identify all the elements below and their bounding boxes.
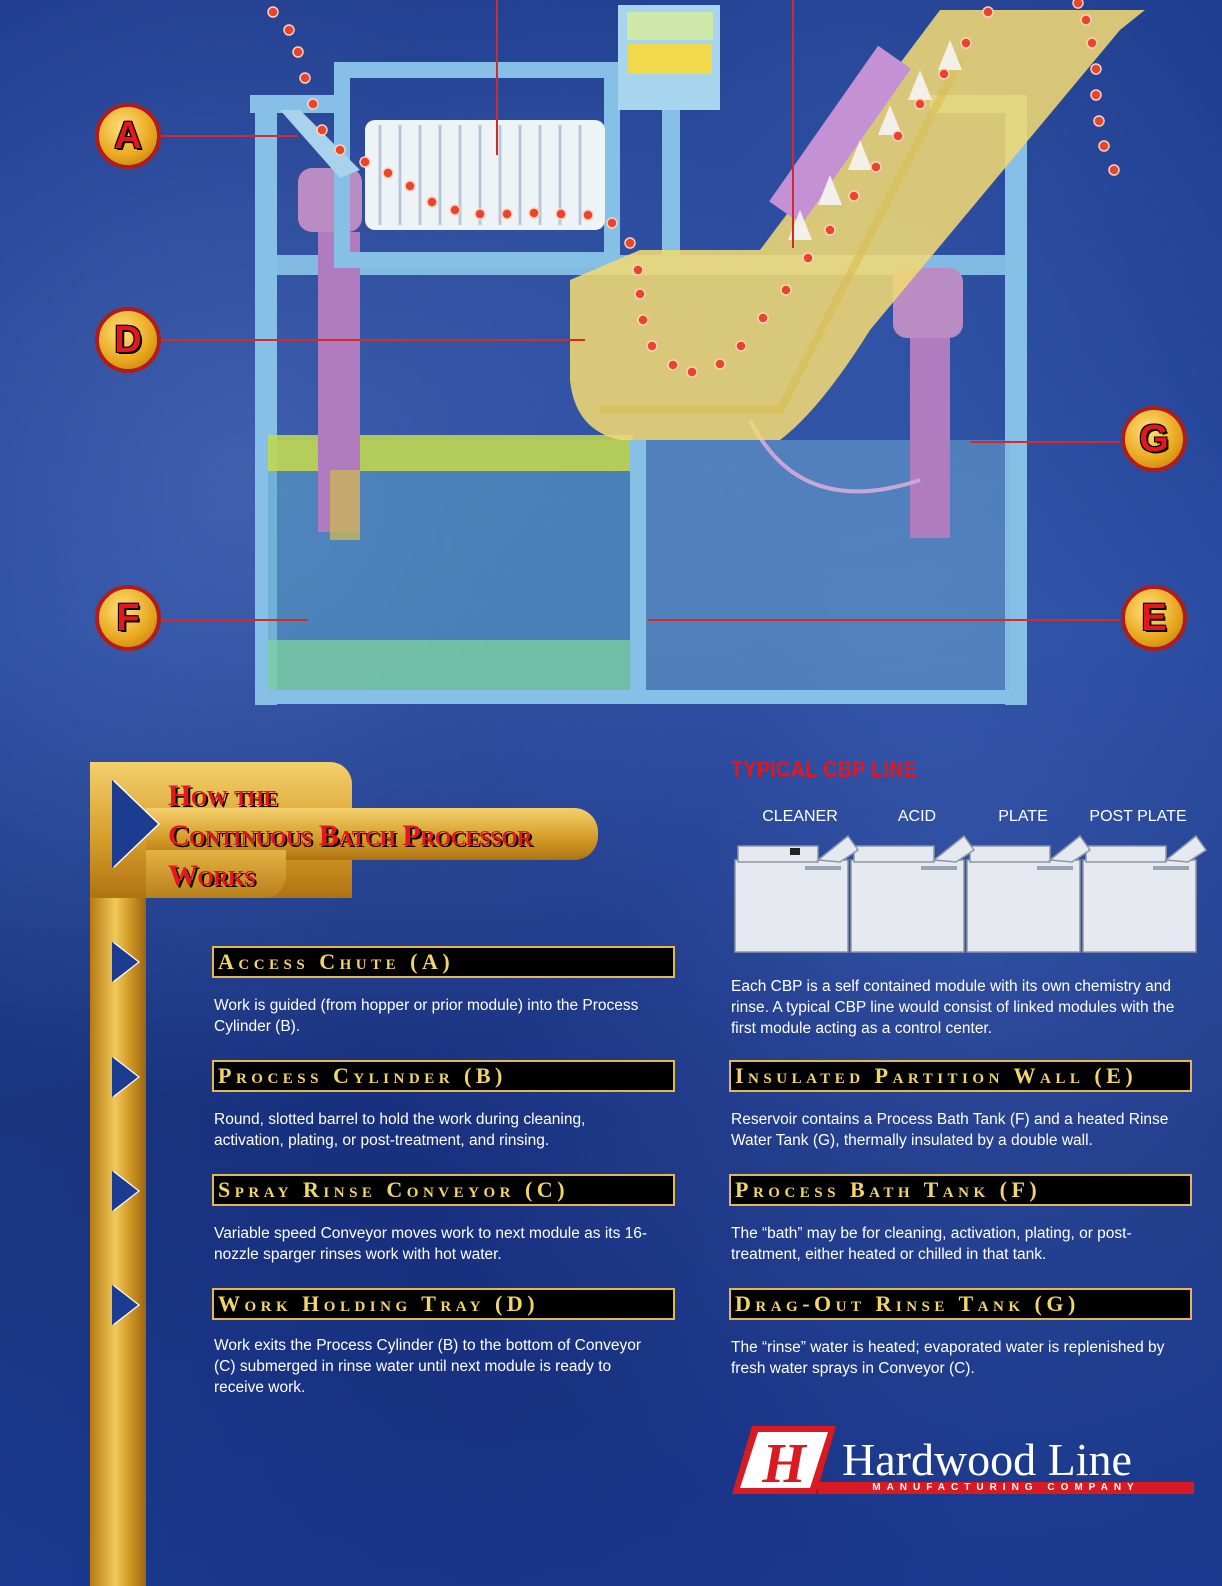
section-heading-work-holding-tray: Work Holding Tray (D): [212, 1288, 675, 1320]
section-arrow-icon: [112, 1171, 138, 1211]
section-heading-process-bath-tank: Process Bath Tank (F): [729, 1174, 1192, 1206]
callout-a: A: [95, 103, 161, 169]
title-line-1: How the: [168, 779, 278, 812]
section-heading-process-cylinder: Process Cylinder (B): [212, 1060, 675, 1092]
cbp-machine-illustration: [160, 0, 1145, 705]
logo-tagline: MANUFACTURING COMPANY: [818, 1482, 1194, 1494]
module-label-cleaner: CLEANER: [762, 808, 838, 825]
how-it-works-title: How the Continuous Batch Processor Works: [168, 776, 608, 896]
logo-mark-letter: H: [761, 1433, 807, 1495]
section-body-spray-rinse-conveyor: Variable speed Conveyor moves work to ne…: [214, 1225, 648, 1263]
section-body-process-cylinder: Round, slotted barrel to hold the work d…: [214, 1111, 586, 1149]
callout-f-label: F: [116, 596, 140, 639]
hardwood-logo-mark: H: [732, 1426, 836, 1495]
section-body-insulated-partition-wall: Reservoir contains a Process Bath Tank (…: [731, 1111, 1169, 1149]
callout-g-label: G: [1139, 417, 1169, 460]
module-label-acid: ACID: [897, 808, 937, 825]
typical-line-description: Each CBP is a self contained module with…: [731, 978, 1175, 1037]
title-line-2: Continuous Batch Processor: [168, 819, 532, 852]
section-arrow-icon: [112, 1057, 138, 1097]
section-body-drag-out-rinse-tank: The “rinse” water is heated; evaporated …: [731, 1339, 1165, 1377]
typical-cbp-line-title: TYPICAL CBP LINE: [731, 756, 918, 782]
logo-company-name: Hardwood Line: [842, 1434, 1132, 1485]
section-body-work-holding-tray: Work exits the Process Cylinder (B) to t…: [214, 1337, 641, 1396]
gold-frame-header-tab: [146, 850, 286, 898]
callout-d-label: D: [114, 318, 142, 361]
header-arrow-icon: [112, 780, 158, 868]
callout-a-label: A: [114, 114, 142, 157]
module-label-plate: PLATE: [998, 808, 1048, 825]
cbp-line-modules-illustration: [734, 834, 1208, 953]
module-label-post-plate: POST PLATE: [1089, 808, 1187, 825]
section-heading-spray-rinse-conveyor: Spray Rinse Conveyor (C): [212, 1174, 675, 1206]
section-heading-drag-out-rinse-tank: Drag-Out Rinse Tank (G): [729, 1288, 1192, 1320]
section-heading-insulated-partition-wall: Insulated Partition Wall (E): [729, 1060, 1192, 1092]
callout-f: F: [95, 585, 161, 651]
section-body-access-chute: Work is guided (from hopper or prior mod…: [214, 997, 639, 1035]
callout-d: D: [95, 307, 161, 373]
callout-g: G: [1121, 406, 1187, 472]
section-heading-access-chute: Access Chute (A): [212, 946, 675, 978]
callout-e-label: E: [1141, 596, 1167, 639]
section-body-process-bath-tank: The “bath” may be for cleaning, activati…: [731, 1225, 1132, 1263]
section-arrow-icon: [112, 942, 138, 982]
callout-e: E: [1121, 585, 1187, 651]
title-line-3: Works: [168, 859, 256, 892]
section-arrow-icon: [112, 1285, 138, 1325]
